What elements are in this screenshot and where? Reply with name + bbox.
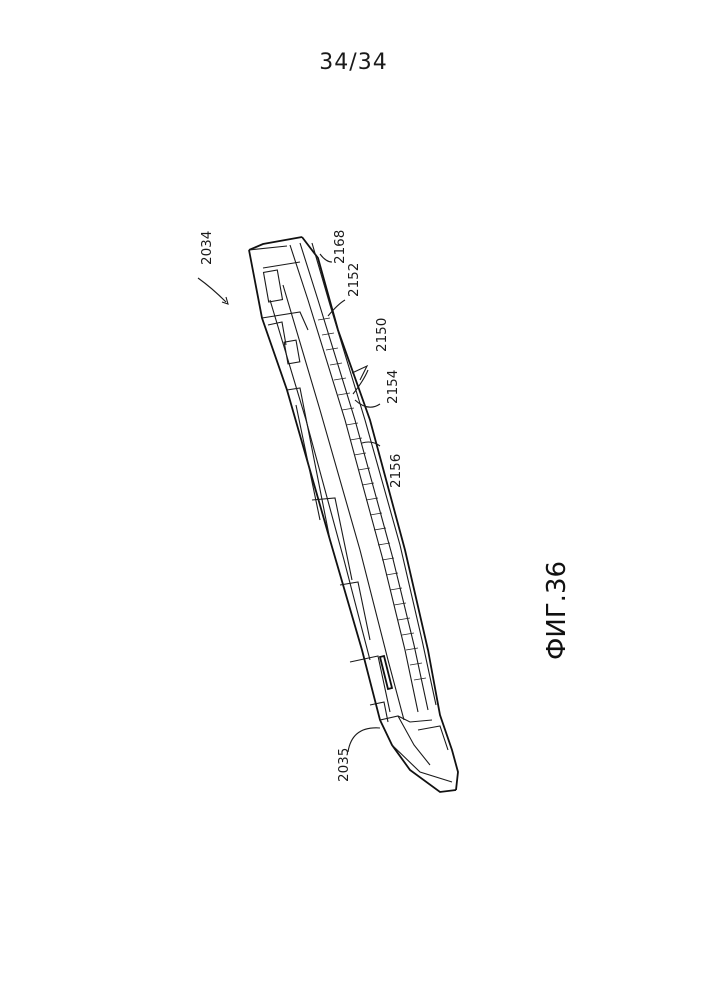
ref-2150: 2150 bbox=[374, 318, 390, 352]
ref-2168: 2168 bbox=[332, 230, 348, 264]
ref-2034: 2034 bbox=[199, 231, 215, 265]
figure-caption: ФИГ.36 bbox=[542, 561, 572, 660]
staple-cartridge-body bbox=[249, 237, 458, 792]
ref-2152: 2152 bbox=[346, 263, 362, 297]
ref-2156: 2156 bbox=[388, 454, 404, 488]
leader-lines bbox=[198, 254, 380, 752]
ref-2154: 2154 bbox=[385, 370, 401, 404]
ref-2035: 2035 bbox=[336, 748, 352, 782]
